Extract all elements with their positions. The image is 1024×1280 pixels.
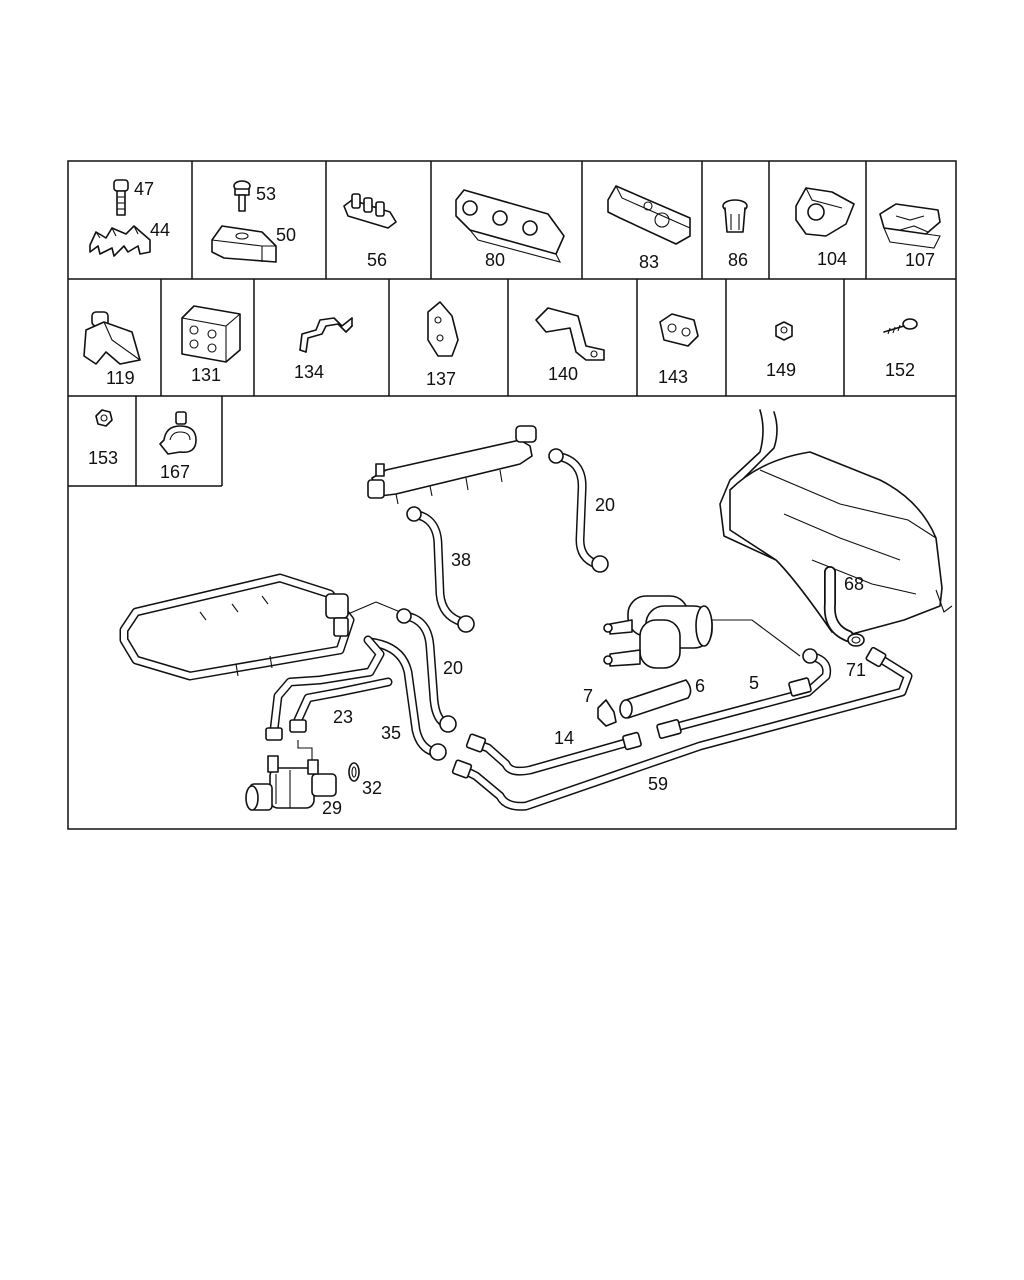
double-clip-icon — [879, 203, 941, 249]
part-number: 104 — [817, 249, 847, 269]
part-number: 86 — [728, 250, 748, 270]
callout-number: 23 — [333, 707, 353, 727]
hose-68 — [823, 566, 854, 642]
pressure-damper-29 — [245, 755, 337, 811]
callout-number: 38 — [451, 550, 471, 570]
hose-clamp-icon — [159, 411, 197, 455]
part-number: 44 — [150, 220, 170, 240]
grommet-icon — [722, 199, 748, 233]
fuel-line-5 — [656, 648, 832, 739]
callout-number: 5 — [749, 673, 759, 693]
part-number: 153 — [88, 448, 118, 468]
clamp-plate-icon — [211, 225, 277, 263]
fuel-filter-6 — [619, 679, 692, 719]
clamp-bracket-icon — [89, 225, 151, 257]
bracket-plate-icon — [607, 185, 691, 245]
clamp-71 — [847, 633, 865, 647]
part-number: 131 — [191, 365, 221, 385]
callout-number: 59 — [648, 774, 668, 794]
fuel-pump-assembly — [603, 595, 713, 669]
bolt-icon — [113, 179, 129, 216]
clamp-7 — [597, 699, 617, 727]
screw-washer-icon — [233, 180, 251, 212]
part-number: 167 — [160, 462, 190, 482]
callout-number: 20 — [595, 495, 615, 515]
fuel-line-20-lower — [396, 608, 457, 733]
part-number: 152 — [885, 360, 915, 380]
fuel-line-23 — [265, 635, 393, 741]
part-number: 83 — [639, 252, 659, 272]
part-number: 53 — [256, 184, 276, 204]
sensor-bracket-icon — [83, 311, 141, 365]
twin-grommet-icon — [659, 313, 699, 347]
fuel-line-14 — [465, 731, 642, 776]
holder-block-icon — [181, 305, 241, 363]
callout-number: 6 — [695, 676, 705, 696]
callout-number: 68 — [844, 574, 864, 594]
hex-nut-icon — [95, 409, 113, 427]
part-number: 47 — [134, 179, 154, 199]
rubber-mount-icon — [427, 301, 459, 357]
part-number: 149 — [766, 360, 796, 380]
fuel-line-38 — [406, 506, 475, 633]
part-number: 56 — [367, 250, 387, 270]
leader-line — [297, 740, 313, 760]
pipe-holder-block-icon — [455, 189, 565, 263]
callout-number: 7 — [583, 686, 593, 706]
seal-ring-32 — [348, 762, 360, 782]
fuel-line-35 — [365, 637, 447, 761]
fuel-line-59 — [451, 646, 913, 811]
callout-number: 14 — [554, 728, 574, 748]
callout-number: 35 — [381, 723, 401, 743]
flange-nut-icon — [775, 321, 793, 341]
fuel-distributor-frame — [119, 573, 355, 681]
callout-number: 71 — [846, 660, 866, 680]
diagram-frame — [67, 160, 957, 830]
part-number: 80 — [485, 250, 505, 270]
pipe-clip-icon — [795, 187, 855, 237]
angle-bracket-icon — [535, 307, 605, 361]
part-number: 119 — [106, 368, 135, 388]
part-number: 107 — [905, 250, 935, 270]
fuel-line-20-upper — [548, 448, 609, 573]
self-tapping-screw-icon — [883, 318, 918, 335]
part-number: 140 — [548, 364, 578, 384]
part-number: 143 — [658, 367, 688, 387]
callout-number: 20 — [443, 658, 463, 678]
spring-clip-icon — [299, 317, 353, 353]
callout-number: 29 — [322, 798, 342, 818]
part-number: 134 — [294, 362, 324, 382]
leader-line — [712, 619, 801, 657]
part-number: 137 — [426, 369, 456, 389]
callout-number: 32 — [362, 778, 382, 798]
part-number: 50 — [276, 225, 296, 245]
clip-strip-icon — [343, 193, 397, 229]
leader-line — [347, 601, 377, 615]
fuel-rail — [367, 425, 537, 505]
fuel-tank — [719, 409, 953, 635]
